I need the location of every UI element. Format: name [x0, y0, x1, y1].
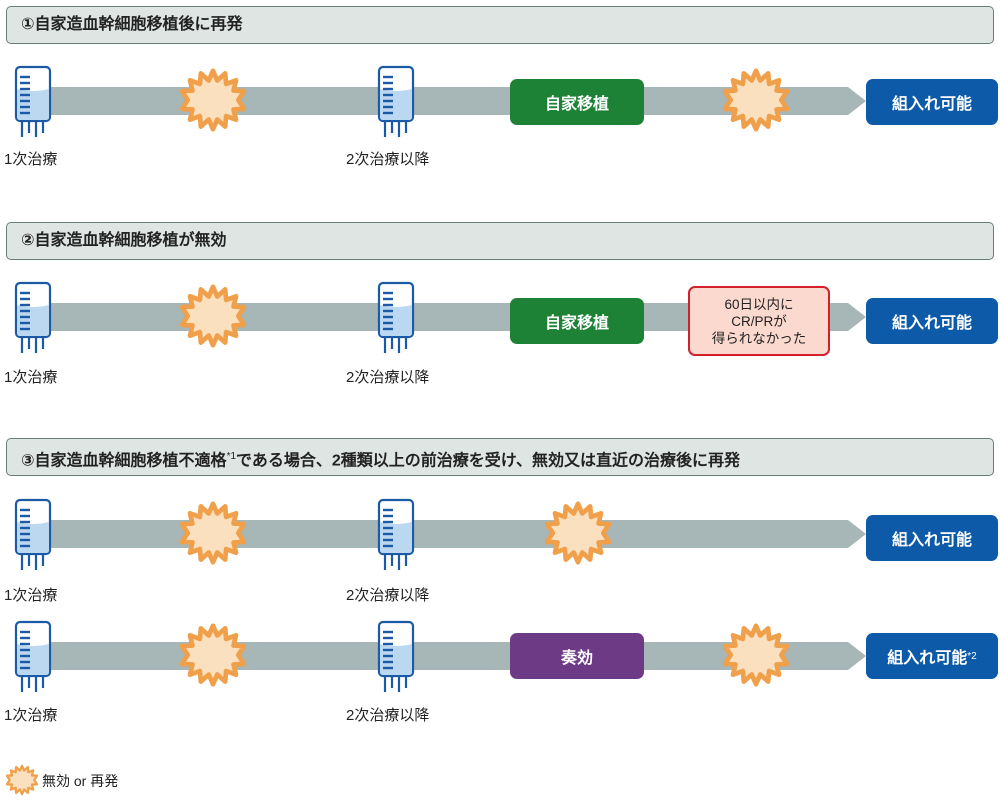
- second-line-label: 2次治療以降: [346, 587, 430, 604]
- iv-bag-icon: [377, 65, 415, 139]
- footnote-1-marker: *1: [226, 451, 237, 462]
- section-3-header: ③自家造血幹細胞移植不適格*1である場合、2種類以上の前治療を受け、無効又は直近…: [6, 438, 994, 476]
- first-line-label: 1次治療: [4, 151, 58, 168]
- iv-bag-icon: [377, 620, 415, 694]
- burst-icon: [725, 71, 787, 129]
- response-box: 奏効: [510, 633, 644, 679]
- no-response-note-box: 60日以内に CR/PRが 得られなかった: [688, 286, 830, 356]
- pathway-row-2: 1次治療 2次治療以降 自家移植 60日以内に CR/PRが 得られなかった 組…: [0, 278, 1000, 388]
- timeline-arrow: [14, 498, 866, 572]
- response-label: 奏効: [560, 650, 593, 667]
- section-1-title: ①自家造血幹細胞移植後に再発: [21, 16, 243, 33]
- note-line-3: 得られなかった: [711, 330, 807, 346]
- timeline-arrow: [14, 620, 866, 694]
- auto-transplant-label: 自家移植: [544, 315, 609, 332]
- section-1-header: ①自家造血幹細胞移植後に再発: [6, 6, 994, 44]
- timeline-arrow: [14, 65, 866, 139]
- legend-burst-icon: [6, 764, 38, 796]
- note-line-1: 60日以内に: [724, 296, 794, 312]
- section-3-title-rest: である場合、2種類以上の前治療を受け、無効又は直近の治療後に再発: [236, 452, 740, 470]
- iv-bag-icon: [14, 498, 52, 572]
- eligible-box: 組入れ可能: [866, 79, 998, 125]
- section-2-title: ②自家造血幹細胞移植が無効: [21, 232, 227, 249]
- eligible-label: 組入れ可能: [891, 532, 972, 549]
- auto-transplant-box: 自家移植: [510, 298, 644, 344]
- iv-bag-icon: [377, 498, 415, 572]
- burst-icon: [182, 626, 244, 684]
- iv-bag-icon: [14, 281, 52, 355]
- pathway-row-3a: 1次治療 2次治療以降 組入れ可能: [0, 495, 1000, 605]
- second-line-label: 2次治療以降: [346, 369, 430, 386]
- section-3-title: ③自家造血幹細胞移植不適格: [21, 452, 227, 470]
- eligible-box: 組入れ可能: [866, 298, 998, 344]
- pathway-row-1: 1次治療 2次治療以降 自家移植 組入れ可能: [0, 62, 1000, 172]
- burst-icon: [725, 626, 787, 684]
- eligible-label: 組入れ可能: [887, 650, 968, 667]
- eligible-label: 組入れ可能: [891, 96, 972, 113]
- burst-icon: [182, 504, 244, 562]
- burst-icon: [182, 71, 244, 129]
- eligible-box: 組入れ可能: [866, 515, 998, 561]
- auto-transplant-box: 自家移植: [510, 79, 644, 125]
- note-line-2: CR/PRが: [731, 313, 787, 329]
- legend-label: 無効 or 再発: [42, 773, 119, 789]
- burst-icon: [182, 287, 244, 345]
- iv-bag-icon: [14, 620, 52, 694]
- eligible-box: 組入れ可能*2: [866, 633, 998, 679]
- burst-icon: [547, 504, 609, 562]
- second-line-label: 2次治療以降: [346, 151, 430, 168]
- first-line-label: 1次治療: [4, 369, 58, 386]
- eligible-label: 組入れ可能: [891, 315, 972, 332]
- first-line-label: 1次治療: [4, 707, 58, 724]
- pathway-row-3b: 1次治療 2次治療以降 奏効 組入れ可能*2: [0, 617, 1000, 727]
- section-2-header: ②自家造血幹細胞移植が無効: [6, 222, 994, 260]
- footnote-2-marker: *2: [967, 650, 977, 662]
- iv-bag-icon: [377, 281, 415, 355]
- iv-bag-icon: [14, 65, 52, 139]
- timeline-arrow: [14, 281, 866, 355]
- second-line-label: 2次治療以降: [346, 707, 430, 724]
- auto-transplant-label: 自家移植: [544, 96, 609, 113]
- first-line-label: 1次治療: [4, 587, 58, 604]
